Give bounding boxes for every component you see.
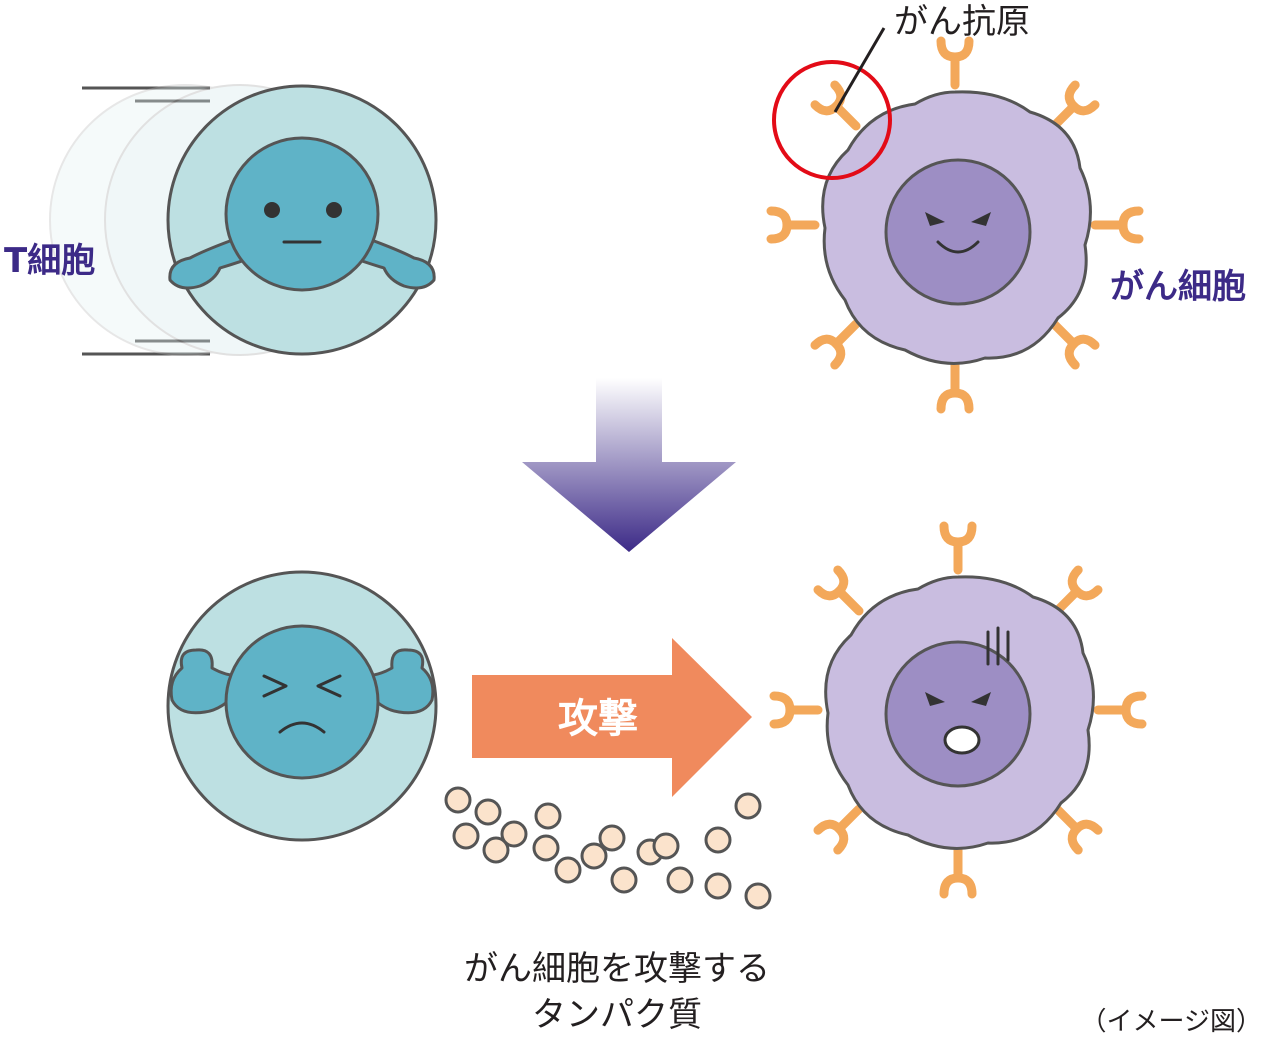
squint-eye-icon	[262, 674, 288, 698]
smile-icon	[936, 240, 980, 254]
angry-eye-icon	[925, 692, 945, 706]
down-arrow	[522, 378, 736, 552]
label-protein-line1: がん細胞を攻撃する	[464, 949, 770, 989]
cancer-cell-face	[884, 158, 1032, 306]
eye-icon	[264, 202, 280, 218]
t-cell-flexed-arm	[169, 648, 242, 715]
label-t-cell: T細胞	[4, 241, 95, 281]
cancer-cell-face	[884, 640, 1032, 788]
label-protein-line2: タンパク質	[532, 995, 702, 1035]
squint-eye-icon	[316, 674, 342, 698]
shock-lines-icon	[986, 626, 1010, 666]
label-cancer-cell: がん細胞	[1110, 267, 1246, 307]
cancer-cell-bottom	[774, 526, 1142, 894]
attack-arrow	[472, 638, 752, 797]
protein-particles	[444, 786, 772, 910]
t-cell-face	[224, 624, 380, 780]
t-cell-face	[224, 136, 380, 292]
antigen-highlight-ring	[772, 60, 892, 180]
antigen-leader-line	[833, 27, 886, 113]
motion-lines	[82, 86, 210, 356]
angry-eye-icon	[925, 212, 945, 226]
angry-eye-icon	[971, 692, 991, 706]
eye-icon	[326, 202, 342, 218]
t-cell-attacking	[166, 570, 438, 842]
label-cancer-antigen: がん抗原	[894, 2, 1030, 42]
frown-icon	[278, 721, 326, 734]
t-cell-moving	[49, 84, 438, 356]
label-attack: 攻撃	[558, 696, 638, 742]
label-image-note: （イメージ図）	[1081, 1007, 1262, 1037]
angry-eye-icon	[971, 212, 991, 226]
open-mouth-icon	[943, 725, 981, 755]
cancer-cell-top	[771, 41, 1139, 409]
